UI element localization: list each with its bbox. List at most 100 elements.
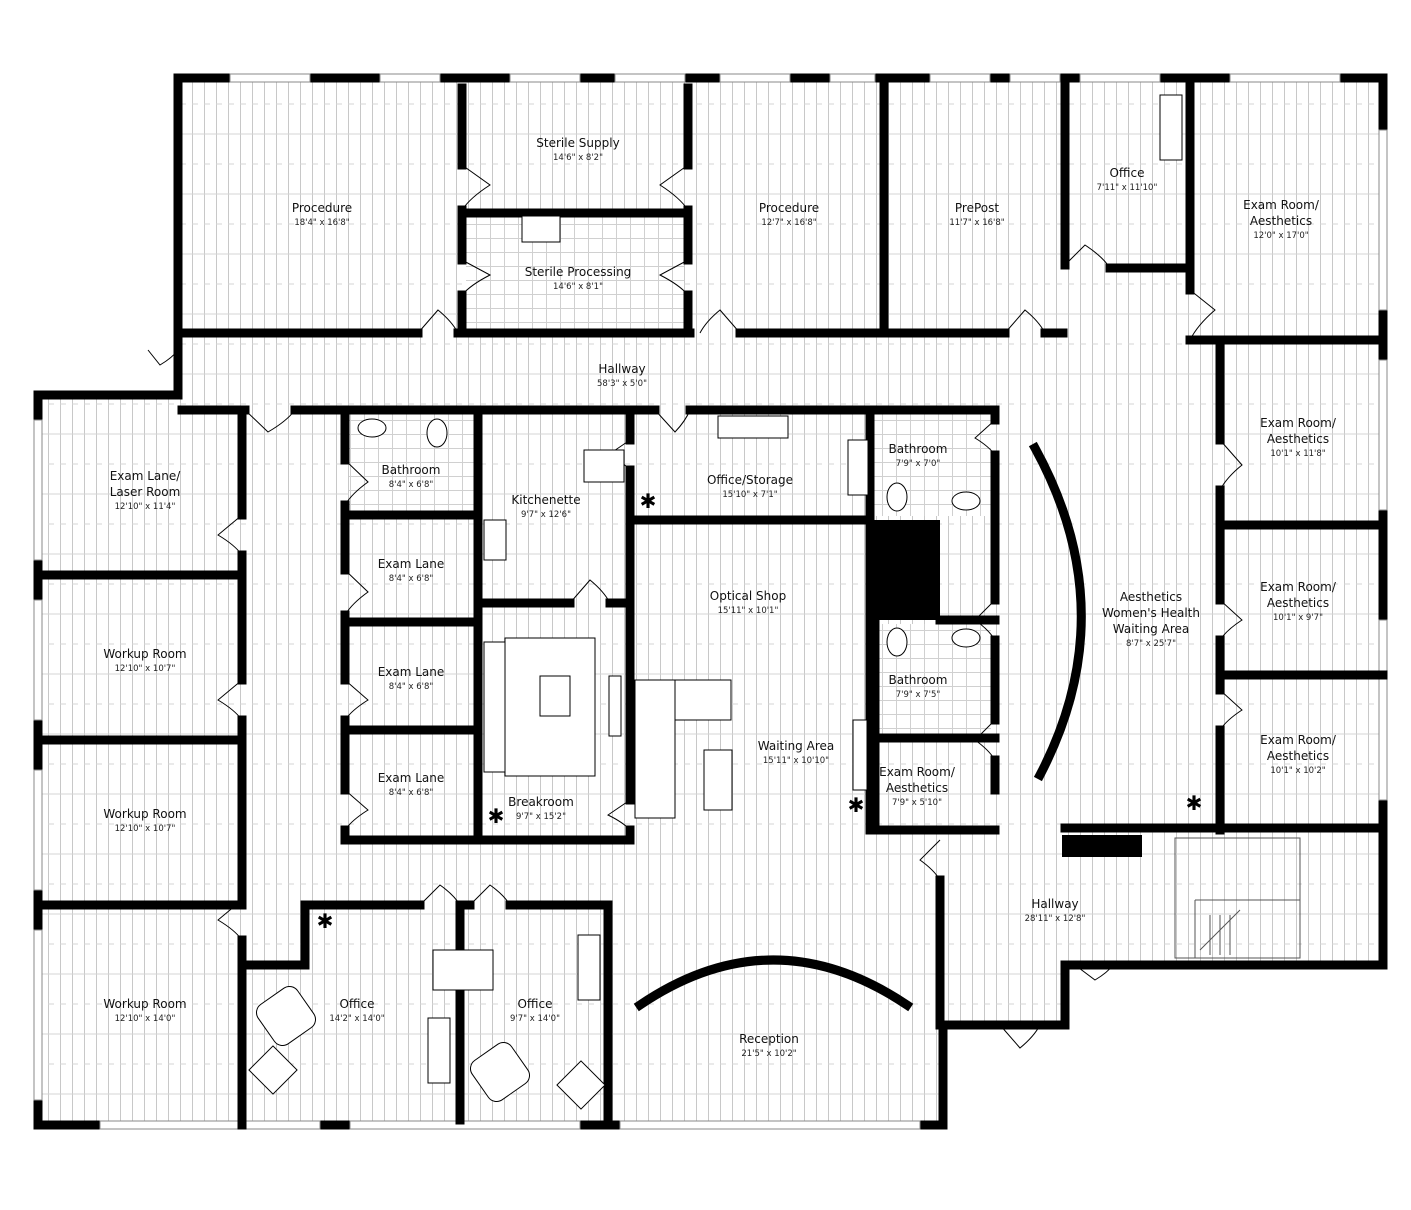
room-name: Hallway <box>1031 897 1078 911</box>
room-name: Aesthetics <box>1267 432 1329 446</box>
dining-table-icon <box>583 449 625 483</box>
room-dimensions: 12'10" x 11'4" <box>115 502 176 512</box>
room-dimensions: 9'7" x 15'2" <box>516 812 566 822</box>
room-name: Exam Room/ <box>1260 733 1337 747</box>
sectional-sofa-arm-icon <box>634 679 676 819</box>
room-dimensions: 21'5" x 10'2" <box>741 1049 796 1059</box>
desk-icon <box>427 1017 451 1084</box>
room-name: Sterile Processing <box>525 265 632 279</box>
room-name: Procedure <box>759 201 819 215</box>
door <box>344 679 369 721</box>
side-table-icon <box>248 1045 298 1095</box>
room-name: Reception <box>739 1032 799 1046</box>
room-dimensions: 58'3" x 5'0" <box>597 379 647 389</box>
toilet-icon <box>886 482 908 512</box>
door <box>658 259 689 296</box>
door <box>419 884 461 906</box>
room-name: Office <box>517 997 552 1011</box>
room-procedure-1: Procedure 18'4" x 16'8" <box>292 201 352 228</box>
room-dimensions: 15'11" x 10'10" <box>763 756 829 766</box>
room-name: Bathroom <box>889 673 948 687</box>
room-procedure-2: Procedure 12'7" x 16'8" <box>759 201 819 228</box>
room-dimensions: 8'4" x 6'8" <box>389 682 434 692</box>
plant-icon: ✱ <box>848 795 865 817</box>
room-name: Women's Health <box>1102 606 1200 620</box>
room-exam-aesthetics-1: Exam Room/Aesthetics 12'0" x 17'0" <box>1243 198 1320 241</box>
interior-walls <box>33 77 1388 1130</box>
door <box>1219 439 1243 491</box>
door <box>607 799 631 831</box>
reception-counter <box>1062 835 1142 857</box>
room-name: Waiting Area <box>758 739 834 753</box>
sink-basin-icon <box>951 628 981 648</box>
door <box>999 1024 1041 1049</box>
room-name: Exam Room/ <box>1260 416 1337 430</box>
waiting-table-icon <box>703 749 733 811</box>
room-name: Exam Room/ <box>879 765 956 779</box>
room-sterile-processing: Sterile Processing 14'6" x 8'1" <box>525 265 632 292</box>
room-dimensions: 12'10" x 14'0" <box>115 1014 176 1024</box>
door <box>1074 964 1114 981</box>
room-dimensions: 7'9" x 5'10" <box>892 798 942 808</box>
plant-icon: ✱ <box>488 806 505 828</box>
room-name: Procedure <box>292 201 352 215</box>
plant-icon: ✱ <box>317 911 334 933</box>
structural-block <box>870 520 940 620</box>
door <box>654 409 691 433</box>
room-dimensions: 7'11" x 11'10" <box>1097 183 1158 193</box>
room-name: Bathroom <box>382 463 441 477</box>
room-name: Exam Room/ <box>1243 198 1320 212</box>
door <box>1219 599 1243 641</box>
room-dimensions: 14'6" x 8'2" <box>553 153 603 163</box>
door <box>659 164 689 211</box>
windows <box>33 73 1388 1130</box>
room-name: Exam Room/ <box>1260 580 1337 594</box>
room-dimensions: 12'7" x 16'8" <box>761 218 816 228</box>
reception-curved-wall <box>633 955 914 1012</box>
kitchen-sink-icon <box>483 519 507 561</box>
room-dimensions: 8'4" x 6'8" <box>389 574 434 584</box>
side-table-icon <box>556 1060 606 1110</box>
room-dimensions: 12'0" x 17'0" <box>1253 231 1308 241</box>
room-name: Office/Storage <box>707 473 793 487</box>
armchair-icon <box>256 986 316 1046</box>
door <box>1064 244 1111 269</box>
room-name: Exam Lane <box>378 557 445 571</box>
door <box>417 309 459 334</box>
room-dimensions: 7'9" x 7'0" <box>896 459 941 469</box>
room-dimensions: 8'4" x 6'8" <box>389 788 434 798</box>
room-name: Aesthetics <box>1250 214 1312 228</box>
room-dimensions: 14'2" x 14'0" <box>329 1014 384 1024</box>
room-dimensions: 12'10" x 10'7" <box>115 664 176 674</box>
credenza-icon <box>432 949 494 991</box>
cabinet-icon <box>847 439 869 496</box>
room-name: Aesthetics <box>1120 590 1182 604</box>
room-dimensions: 10'1" x 10'2" <box>1270 766 1325 776</box>
room-dimensions: 18'4" x 16'8" <box>294 218 349 228</box>
desk-icon <box>1159 94 1183 161</box>
door <box>469 884 511 906</box>
room-exam-lane-1: Exam Lane 8'4" x 6'8" <box>378 557 445 584</box>
room-labels: Procedure 18'4" x 16'8" Sterile Supply14'6… <box>103 136 1336 1059</box>
room-dimensions: 14'6" x 8'1" <box>553 282 603 292</box>
door <box>344 459 369 506</box>
room-name: Kitchenette <box>511 493 580 507</box>
door <box>1219 689 1243 731</box>
room-name: Waiting Area <box>1113 622 1189 636</box>
stairs <box>1174 837 1301 959</box>
floor-area <box>38 78 1383 1125</box>
room-name: Exam Lane/ <box>110 469 182 483</box>
